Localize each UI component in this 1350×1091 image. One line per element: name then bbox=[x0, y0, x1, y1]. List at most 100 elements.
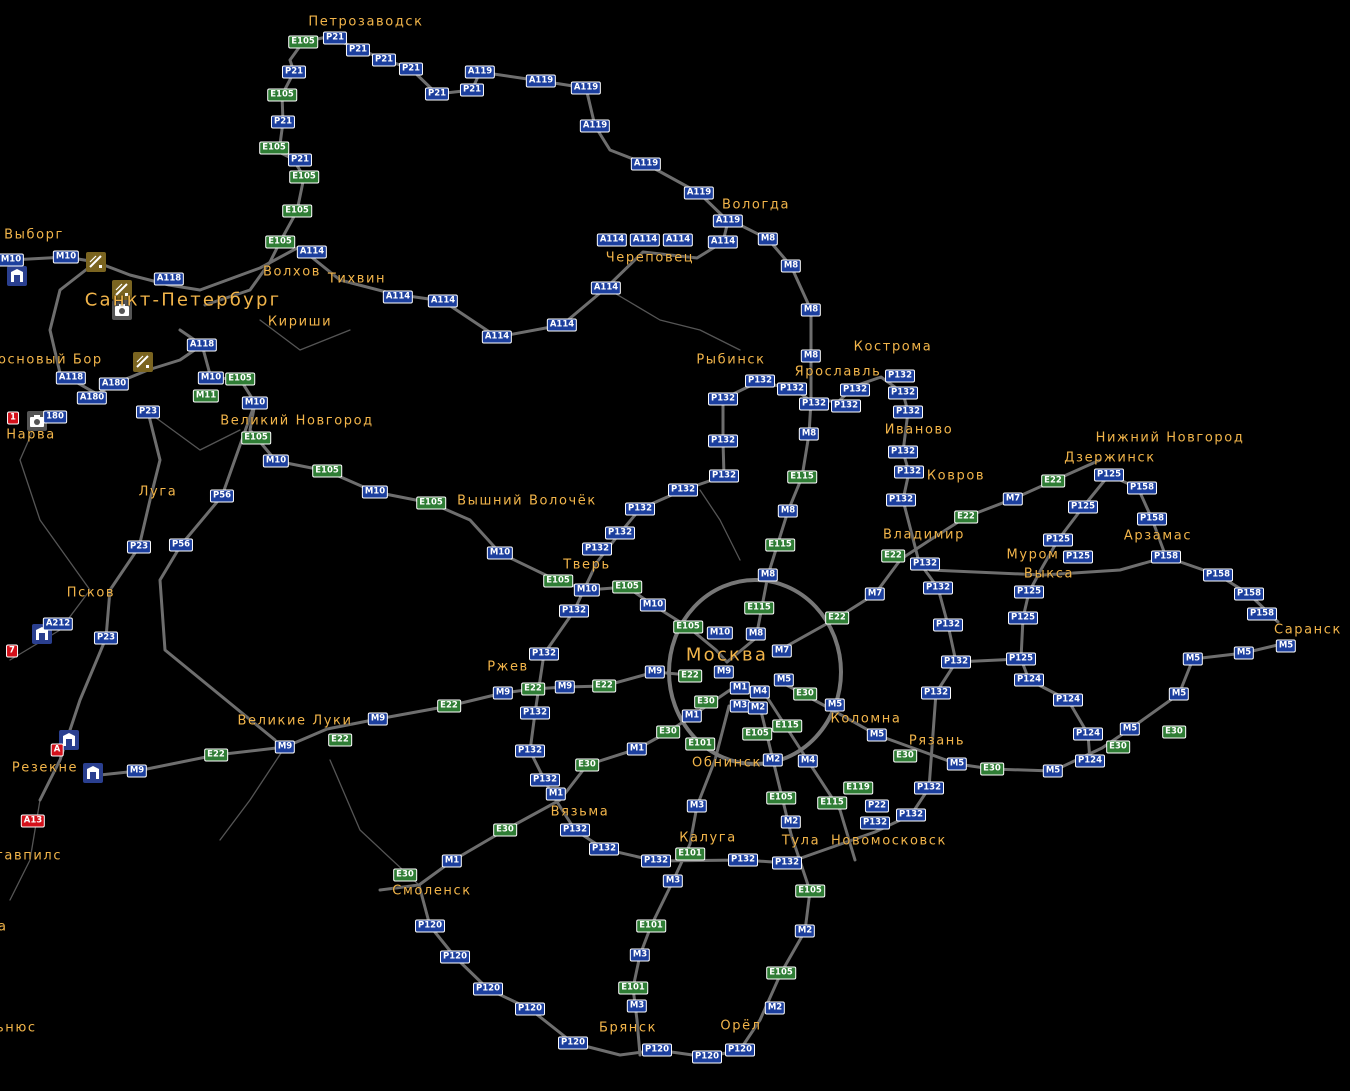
road-shield: E101 bbox=[636, 919, 666, 933]
city-label[interactable]: гавпилс bbox=[0, 848, 63, 864]
city-label[interactable]: Выборг bbox=[4, 227, 64, 243]
city-label[interactable]: Рязань bbox=[908, 733, 966, 749]
city-label[interactable]: Калуга bbox=[679, 830, 737, 846]
city-label[interactable]: Тула bbox=[781, 833, 821, 849]
road-shield: M1 bbox=[681, 709, 703, 723]
city-label[interactable]: основый Бор bbox=[0, 352, 103, 368]
road-shield: E105 bbox=[543, 574, 573, 588]
road-shield: M8 bbox=[800, 303, 822, 317]
garage-icon[interactable] bbox=[7, 266, 27, 286]
road-shield: A119 bbox=[712, 214, 744, 228]
city-label[interactable]: Муром bbox=[1006, 547, 1060, 563]
road-shield: M10 bbox=[52, 250, 80, 264]
road-shield: P132 bbox=[668, 483, 698, 497]
road-shield: M3 bbox=[662, 874, 684, 888]
city-label[interactable]: Санкт-Петербург bbox=[84, 289, 282, 311]
road-shield: M10 bbox=[361, 485, 389, 499]
road-shield: M1 bbox=[545, 787, 567, 801]
city-label[interactable]: Тихвин bbox=[327, 271, 387, 287]
city-label[interactable]: Нижний Новгород bbox=[1095, 430, 1245, 446]
road-shield: M5 bbox=[946, 757, 968, 771]
road-shield: M10 bbox=[573, 583, 601, 597]
ferry-icon[interactable] bbox=[112, 280, 132, 300]
road-shield: E119 bbox=[843, 781, 873, 795]
city-label[interactable]: Саранск bbox=[1274, 622, 1342, 638]
road-shield: M8 bbox=[757, 232, 779, 246]
city-label[interactable]: Коломна bbox=[830, 711, 902, 727]
garage-icon[interactable] bbox=[83, 763, 103, 783]
city-label[interactable]: Ржев bbox=[487, 659, 529, 675]
city-label[interactable]: Новомосковск bbox=[831, 833, 947, 849]
road-shield: M11 bbox=[192, 389, 220, 403]
city-label[interactable]: Резекне bbox=[11, 760, 79, 776]
city-label[interactable]: ьнюс bbox=[0, 1020, 37, 1036]
road-shield: P158 bbox=[1151, 550, 1181, 564]
road-shield: A119 bbox=[630, 157, 662, 171]
city-label[interactable]: а bbox=[0, 919, 8, 935]
city-label[interactable]: Обнинск bbox=[692, 755, 762, 771]
road-shield: A114 bbox=[590, 281, 622, 295]
road-shield: P132 bbox=[933, 618, 963, 632]
city-label[interactable]: Вышний Волочёк bbox=[457, 493, 597, 509]
ferry-icon[interactable] bbox=[133, 352, 153, 372]
road-shield: P21 bbox=[371, 53, 397, 67]
garage-icon[interactable] bbox=[59, 730, 79, 750]
city-label[interactable]: Орёл bbox=[720, 1018, 762, 1034]
road bbox=[38, 410, 162, 802]
city-label[interactable]: Арзамас bbox=[1123, 528, 1193, 544]
city-label[interactable]: Смоленск bbox=[392, 883, 472, 899]
road-shield: P125 bbox=[1094, 468, 1124, 482]
city-label[interactable]: Волхов bbox=[262, 264, 322, 280]
city-label[interactable]: Вязьма bbox=[550, 804, 610, 820]
city-label[interactable]: Луга bbox=[138, 484, 178, 500]
road-shield: P132 bbox=[921, 686, 951, 700]
city-label[interactable]: Псков bbox=[66, 585, 116, 601]
road-shield: E105 bbox=[289, 170, 319, 184]
city-label[interactable]: Вологда bbox=[721, 197, 791, 213]
road-shield: M5 bbox=[1042, 764, 1064, 778]
road-shield: M10 bbox=[197, 371, 225, 385]
road bbox=[725, 223, 813, 664]
road bbox=[329, 759, 420, 886]
road-shield: E22 bbox=[437, 699, 461, 713]
road-shield: A114 bbox=[596, 233, 628, 247]
camera-icon[interactable] bbox=[112, 300, 132, 320]
city-label[interactable]: Рыбинск bbox=[696, 352, 766, 368]
city-label[interactable]: Ярославль bbox=[794, 364, 882, 380]
city-label[interactable]: Тверь bbox=[563, 557, 611, 573]
city-label[interactable]: Петрозаводск bbox=[308, 14, 424, 30]
road-shield: M8 bbox=[745, 627, 767, 641]
road-shield: A180 bbox=[98, 377, 130, 391]
road-shield: M2 bbox=[794, 924, 816, 938]
city-label[interactable]: Кириши bbox=[267, 314, 333, 330]
road bbox=[158, 401, 277, 742]
city-label[interactable]: Великий Новгород bbox=[220, 413, 374, 429]
road-shield: M3 bbox=[626, 999, 648, 1013]
city-label[interactable]: Дзержинск bbox=[1064, 450, 1156, 466]
road-shield: P56 bbox=[209, 489, 235, 503]
city-label[interactable]: Владимир bbox=[883, 527, 965, 543]
road-shield: M9 bbox=[126, 764, 148, 778]
city-label[interactable]: Череповец bbox=[605, 250, 695, 266]
road-shield: M7 bbox=[771, 644, 793, 658]
road-shield: M1 bbox=[729, 681, 751, 695]
road-shield: P56 bbox=[168, 538, 194, 552]
city-label[interactable]: Москва bbox=[685, 644, 769, 666]
road-shield: A114 bbox=[546, 318, 578, 332]
city-label[interactable]: Кострома bbox=[853, 339, 933, 355]
road-shield: M4 bbox=[749, 685, 771, 699]
city-label[interactable]: Нарва bbox=[6, 427, 56, 443]
road-shield: P21 bbox=[398, 62, 424, 76]
road-shield: M1 bbox=[626, 742, 648, 756]
city-label[interactable]: Иваново bbox=[884, 422, 954, 438]
city-label[interactable]: Ковров bbox=[926, 468, 986, 484]
ferry-icon[interactable] bbox=[86, 252, 106, 272]
city-label[interactable]: Великие Луки bbox=[237, 713, 353, 729]
city-label[interactable]: Выкса bbox=[1023, 566, 1075, 582]
city-label[interactable]: Брянск bbox=[598, 1020, 658, 1036]
road-shield: E101 bbox=[618, 981, 648, 995]
road-shield: M5 bbox=[1119, 722, 1141, 736]
camera-icon[interactable] bbox=[27, 411, 47, 431]
